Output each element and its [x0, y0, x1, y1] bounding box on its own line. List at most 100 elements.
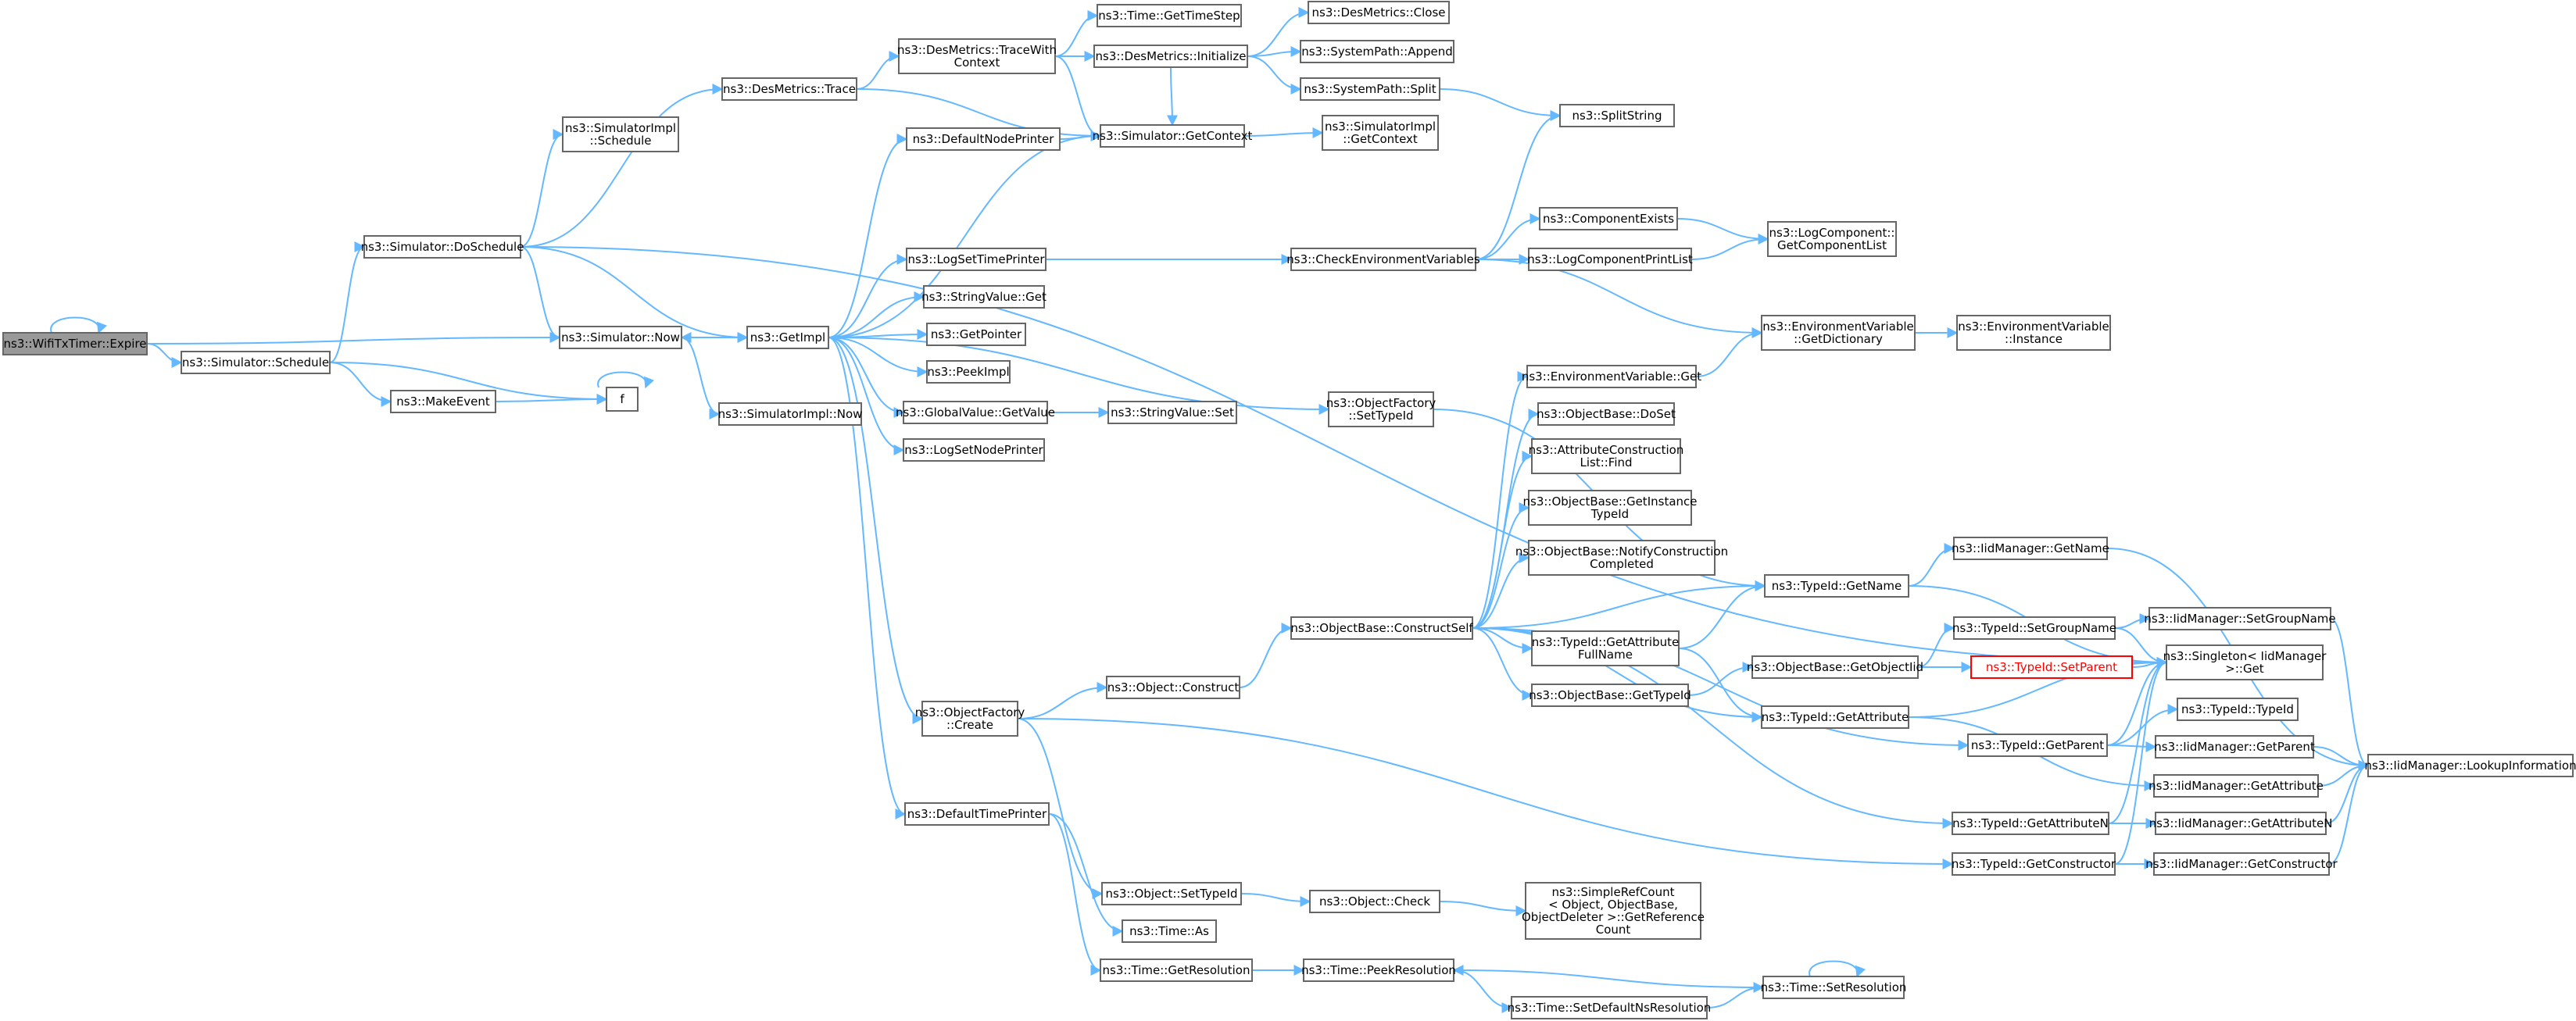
- edge-n12-n14: [1247, 46, 1302, 58]
- graph-node-n21[interactable]: ns3::CheckEnvironmentVariables: [1286, 248, 1480, 271]
- edge-n2-n7: [329, 362, 608, 405]
- graph-node-n23[interactable]: ns3::LogComponentPrintList: [1527, 248, 1693, 271]
- node-label: ns3::Time::As: [1129, 924, 1209, 938]
- edge-n56-n60: [1017, 718, 1954, 869]
- node-label: ::Create: [946, 718, 993, 732]
- graph-node-n67[interactable]: ns3::Time::PeekResolution: [1301, 959, 1456, 982]
- graph-node-n6[interactable]: ns3::MakeEvent: [390, 390, 496, 413]
- graph-node-n50[interactable]: ns3::TypeId::TypeId: [2177, 698, 2299, 721]
- graph-node-n49[interactable]: ns3::TypeId::GetAttribute: [1761, 705, 1909, 729]
- graph-node-n64[interactable]: ns3::SimpleRefCount< Object, ObjectBase,…: [1522, 882, 1705, 940]
- graph-node-n44[interactable]: ns3::IidManager::SetGroupName: [2144, 607, 2336, 630]
- node-label: ns3::Simulator::Now: [561, 330, 680, 344]
- graph-node-n48[interactable]: ns3::ObjectBase::GetTypeId: [1529, 684, 1691, 707]
- graph-node-n30[interactable]: ns3::GlobalValue::GetValue: [896, 401, 1055, 424]
- node-label: ns3::Time::PeekResolution: [1301, 963, 1456, 977]
- edge-n57-n65: [1048, 813, 1124, 937]
- edge-n15-n16: [1439, 88, 1562, 121]
- graph-node-n65[interactable]: ns3::Time::As: [1122, 919, 1217, 943]
- graph-node-n16[interactable]: ns3::SplitString: [1559, 104, 1675, 127]
- graph-node-n39[interactable]: ns3::TypeId::GetName: [1764, 574, 1909, 598]
- graph-node-n45[interactable]: ns3::ObjectBase::GetObjectIid: [1747, 655, 1923, 679]
- edge-n3-n19: [828, 134, 908, 338]
- graph-node-n26[interactable]: ns3::EnvironmentVariable::Instance: [1956, 315, 2111, 351]
- graph-node-n32[interactable]: ns3::LogSetNodePrinter: [903, 438, 1045, 462]
- node-label: ns3::TypeId::GetAttributeN: [1952, 816, 2109, 830]
- graph-node-n34[interactable]: ns3::EnvironmentVariable::Get: [1522, 365, 1701, 388]
- graph-node-n28[interactable]: ns3::GetPointer: [926, 323, 1026, 346]
- graph-node-n25[interactable]: ns3::EnvironmentVariable::GetDictionary: [1761, 315, 1916, 351]
- node-label: ns3::TypeId::GetConstructor: [1952, 857, 2116, 871]
- graph-node-n33[interactable]: ns3::ObjectFactory::SetTypeId: [1326, 391, 1436, 427]
- graph-node-n15[interactable]: ns3::SystemPath::Split: [1300, 77, 1440, 101]
- graph-node-n47[interactable]: ns3::Singleton< IidManager>::Get: [2163, 644, 2327, 680]
- graph-node-n7[interactable]: f: [606, 387, 639, 412]
- graph-node-n24[interactable]: ns3::LogComponent::GetComponentList: [1767, 221, 1897, 257]
- graph-node-n35[interactable]: ns3::ObjectBase::DoSet: [1537, 402, 1676, 426]
- node-label: ns3::ObjectBase::DoSet: [1537, 407, 1676, 421]
- node-label: ns3::SimulatorImpl: [565, 121, 676, 135]
- edge-n56-n62: [1017, 718, 1104, 899]
- graph-node-n52[interactable]: ns3::IidManager::GetParent: [2154, 735, 2315, 759]
- node-label: ns3::LogComponentPrintList: [1527, 252, 1693, 266]
- graph-node-n40[interactable]: ns3::IidManager::GetName: [1952, 537, 2109, 560]
- graph-node-n8[interactable]: ns3::DesMetrics::Trace: [721, 77, 857, 101]
- graph-node-n68[interactable]: ns3::Time::SetDefaultNsResolution: [1508, 996, 1712, 1019]
- node-label: ns3::ObjectBase::NotifyConstruction: [1515, 544, 1728, 559]
- edge-n5-n1: [520, 246, 561, 343]
- node-box: [1106, 676, 1240, 699]
- graph-node-n5[interactable]: ns3::Simulator::DoSchedule: [361, 235, 524, 259]
- edge-n55-n41: [1239, 623, 1293, 688]
- graph-node-n60[interactable]: ns3::TypeId::GetConstructor: [1952, 852, 2116, 876]
- graph-node-n59[interactable]: ns3::IidManager::GetAttributeN: [2149, 812, 2333, 835]
- edge-n10-n11: [1054, 10, 1099, 57]
- graph-node-n56[interactable]: ns3::ObjectFactory::Create: [915, 701, 1025, 737]
- graph-node-n62[interactable]: ns3::Object::SetTypeId: [1101, 882, 1242, 905]
- graph-node-n58[interactable]: ns3::TypeId::GetAttributeN: [1952, 812, 2109, 835]
- graph-node-n66[interactable]: ns3::Time::GetResolution: [1100, 959, 1253, 982]
- graph-node-n41[interactable]: ns3::ObjectBase::ConstructSelf: [1290, 616, 1473, 640]
- graph-node-n3[interactable]: ns3::GetImpl: [746, 326, 829, 349]
- graph-node-n63[interactable]: ns3::Object::Check: [1309, 890, 1440, 913]
- graph-node-n38[interactable]: ns3::ObjectBase::NotifyConstructionCompl…: [1515, 540, 1728, 576]
- graph-node-n46[interactable]: ns3::TypeId::SetParent: [1970, 655, 2133, 679]
- node-label: ns3::TypeId::GetAttribute: [1532, 635, 1679, 649]
- graph-node-n69[interactable]: ns3::Time::SetResolution: [1761, 976, 1907, 999]
- node-box: [1559, 104, 1675, 127]
- graph-node-n9[interactable]: ns3::SimulatorImpl::Schedule: [562, 116, 679, 152]
- graph-node-n53[interactable]: ns3::IidManager::LookupInformation: [2364, 754, 2576, 777]
- graph-node-n43[interactable]: ns3::TypeId::SetGroupName: [1952, 616, 2116, 640]
- node-box: [1328, 391, 1434, 427]
- graph-node-n13[interactable]: ns3::DesMetrics::Close: [1308, 1, 1450, 24]
- graph-node-n55[interactable]: ns3::Object::Construct: [1106, 676, 1240, 699]
- node-box: [2155, 812, 2327, 835]
- graph-node-n51[interactable]: ns3::TypeId::GetParent: [1967, 734, 2108, 757]
- graph-node-n4[interactable]: ns3::SimulatorImpl::Now: [718, 402, 863, 426]
- graph-node-n22[interactable]: ns3::ComponentExists: [1539, 207, 1678, 230]
- graph-node-n14[interactable]: ns3::SystemPath::Append: [1300, 40, 1454, 63]
- graph-node-n19[interactable]: ns3::DefaultNodePrinter: [906, 127, 1061, 151]
- graph-node-n18[interactable]: ns3::SimulatorImpl::GetContext: [1322, 115, 1439, 151]
- graph-node-n31[interactable]: ns3::StringValue::Set: [1107, 401, 1237, 424]
- graph-node-n29[interactable]: ns3::PeekImpl: [926, 360, 1011, 384]
- graph-node-n54[interactable]: ns3::IidManager::GetAttribute: [2148, 774, 2324, 798]
- graph-node-n1[interactable]: ns3::Simulator::Now: [559, 326, 682, 349]
- graph-node-n61[interactable]: ns3::IidManager::GetConstructor: [2145, 852, 2338, 876]
- graph-node-n20[interactable]: ns3::LogSetTimePrinter: [906, 248, 1046, 271]
- node-box: [1953, 537, 2108, 560]
- graph-node-n57[interactable]: ns3::DefaultTimePrinter: [904, 802, 1050, 826]
- graph-node-n27[interactable]: ns3::StringValue::Get: [921, 285, 1046, 309]
- graph-node-n2[interactable]: ns3::Simulator::Schedule: [181, 351, 331, 374]
- node-label: >::Get: [2225, 662, 2264, 676]
- graph-node-n17[interactable]: ns3::Simulator::GetContext: [1093, 124, 1253, 148]
- node-box: [1952, 852, 2116, 876]
- graph-node-n11[interactable]: ns3::Time::GetTimeStep: [1097, 4, 1242, 27]
- node-label: ns3::MakeEvent: [396, 394, 490, 409]
- graph-node-n0[interactable]: ns3::WifiTxTimer::Expire: [2, 332, 148, 355]
- graph-node-n12[interactable]: ns3::DesMetrics::Initialize: [1093, 45, 1248, 68]
- node-box: [1767, 221, 1897, 257]
